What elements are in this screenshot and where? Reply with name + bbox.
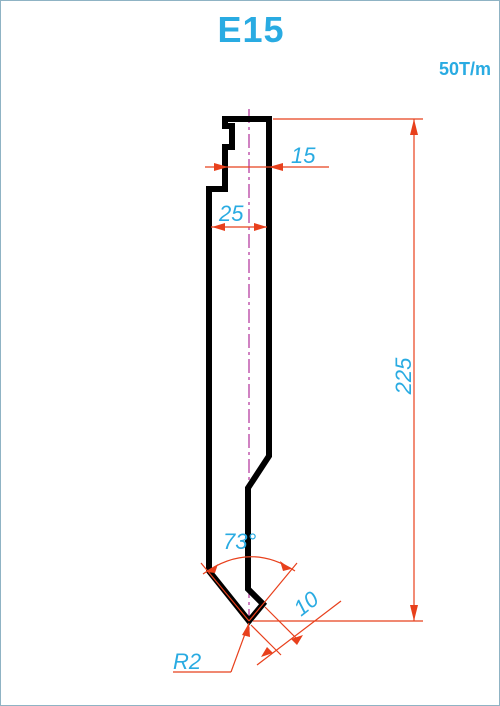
body-width-dimension: [211, 223, 267, 231]
radius-label: R2: [173, 649, 201, 674]
tip-length-dimension: [250, 600, 342, 666]
height-label: 225: [391, 357, 416, 395]
body-width-label: 25: [218, 201, 244, 226]
height-dimension: [253, 118, 423, 622]
tang-width-dimension: [205, 163, 329, 171]
tip-length-label: 10: [289, 586, 324, 621]
tonnage-rating: 50T/m: [438, 59, 491, 79]
angle-label: 73°: [223, 529, 256, 554]
angle-dimension: [200, 556, 298, 622]
radius-leader: [173, 622, 250, 673]
tool-title: E15: [217, 9, 285, 50]
tang-width-label: 15: [291, 143, 316, 168]
